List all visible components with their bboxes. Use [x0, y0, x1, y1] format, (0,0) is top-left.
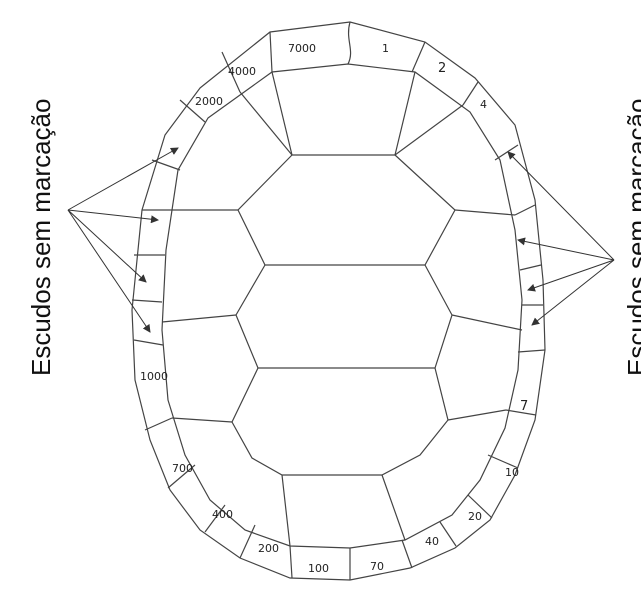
scute-number-2000: 2000 [195, 95, 223, 108]
scute-number-7000: 7000 [288, 42, 316, 55]
costal-dividers [162, 92, 522, 422]
arrows-right [508, 152, 614, 325]
scute-number-400: 400 [212, 508, 233, 521]
arrows-left [68, 148, 178, 332]
scute-number-4: 4 [480, 98, 487, 111]
scute-number-7: 7 [520, 399, 528, 414]
vertebral-scutes [232, 72, 455, 546]
scute-number-4000: 4000 [228, 65, 256, 78]
scute-number-100: 100 [308, 562, 329, 575]
scute-number-1000: 1000 [140, 370, 168, 383]
scute-number-700: 700 [172, 462, 193, 475]
scute-number-70: 70 [370, 560, 384, 573]
unmarked-scutes-label-right: Escudos sem marcação [622, 99, 641, 376]
unmarked-scutes-label-left: Escudos sem marcação [26, 99, 57, 376]
scute-number-200: 200 [258, 542, 279, 555]
marginal-dividers-left [132, 52, 292, 578]
scute-number-20: 20 [468, 510, 482, 523]
scute-number-2: 2 [438, 61, 446, 76]
scute-number-10: 10 [505, 466, 519, 479]
scute-number-1: 1 [382, 42, 389, 55]
marginal-dividers-right [350, 42, 545, 580]
scute-number-40: 40 [425, 535, 439, 548]
